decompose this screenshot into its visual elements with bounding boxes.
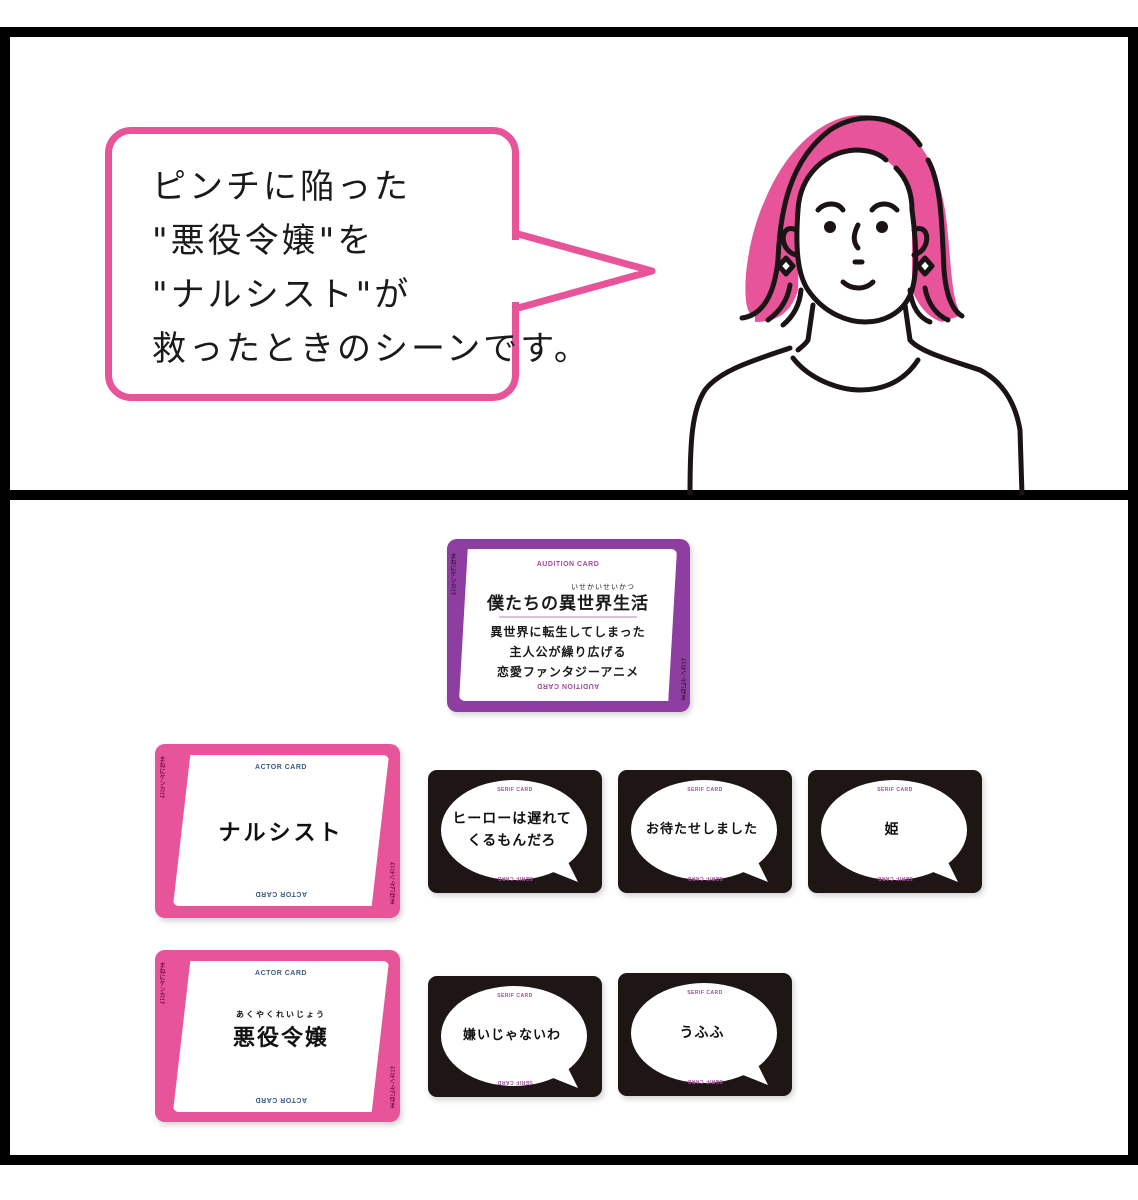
serif-card-label-top: SERIF CARD: [497, 787, 533, 793]
speech-line-4: 救ったときのシーンです。: [152, 329, 591, 369]
woman-illustration-icon: [687, 115, 1025, 495]
audition-divider: [499, 616, 637, 618]
audition-card[interactable]: AUDITION CARD いせかいせいかつ 僕たちの異世界生活 異世界に転生し…: [447, 539, 690, 712]
actor-logo-bottom: まねにケンカ!?: [390, 861, 397, 904]
frame-divider: [0, 490, 1138, 500]
frame-left: [0, 27, 10, 1165]
actor-card-label-top: ACTOR CARD: [255, 970, 307, 977]
actor-logo-top: まねにケンカ!?: [158, 962, 165, 1005]
actor-card-face: ACTOR CARD ナルシスト ACTOR CARD: [173, 755, 389, 906]
speech-balloon-icon: [821, 780, 967, 882]
actor-logo-bottom: まねにケンカ!?: [390, 1065, 397, 1108]
audition-card-label-bottom: AUDITION CARD: [536, 682, 600, 689]
actor-logo-top: まねにケンカ!?: [158, 756, 165, 799]
speech-bubble-text: ピンチに陥った "悪役令嬢"を "ナルシスト"が 救ったときのシーンです。: [152, 160, 632, 376]
speech-bubble: [105, 127, 519, 401]
serif-text: 嫌いじゃないわ: [442, 1025, 582, 1047]
serif-line-1: うふふ: [679, 1025, 725, 1041]
serif-card-label-bottom: SERIF CARD: [687, 1078, 723, 1084]
audition-desc-line-2: 主人公が繰り広げる: [509, 645, 627, 659]
serif-card[interactable]: SERIF CARD うふふ SERIF CARD: [618, 973, 792, 1096]
actor-name: ナルシスト: [218, 821, 344, 846]
audition-desc-line-3: 恋愛ファンタジーアニメ: [496, 665, 640, 679]
serif-line-1: お待たせしました: [645, 822, 758, 837]
speech-line-3: "ナルシスト"が: [152, 275, 412, 315]
serif-line-1: ヒーローは遅れて: [452, 811, 572, 827]
audition-description: 異世界に転生してしまった 主人公が繰り広げる 恋愛ファンタジーアニメ: [459, 622, 677, 682]
actor-card-villainess[interactable]: ACTOR CARD あくやくれいじょう 悪役令嬢 ACTOR CARD まねに…: [155, 950, 400, 1122]
serif-card-label-top: SERIF CARD: [497, 993, 533, 999]
audition-logo-top: まねにケンカ!?: [449, 553, 456, 596]
serif-line-1: 姫: [884, 822, 900, 838]
serif-card-label-bottom: SERIF CARD: [497, 1079, 533, 1085]
serif-text: ヒーローは遅れて くるもんだろ: [442, 808, 582, 852]
serif-card-label-bottom: SERIF CARD: [687, 875, 723, 881]
actor-name-ruby: あくやくれいじょう: [236, 1010, 326, 1019]
serif-line-1: 嫌いじゃないわ: [462, 1028, 561, 1043]
serif-text: お待たせしました: [632, 819, 772, 841]
actor-card-label-bottom: ACTOR CARD: [255, 1096, 307, 1103]
serif-card-label-top: SERIF CARD: [687, 990, 723, 996]
serif-card[interactable]: SERIF CARD お待たせしました SERIF CARD: [618, 770, 792, 893]
speech-bubble-tail: [512, 230, 656, 312]
frame-bottom: [0, 1155, 1138, 1165]
audition-title-ruby: いせかいせいかつ: [571, 583, 635, 591]
speech-line-1: ピンチに陥った: [152, 167, 411, 207]
speech-balloon-icon: [631, 983, 777, 1085]
speech-balloon-icon: [441, 780, 587, 882]
serif-card-label-top: SERIF CARD: [687, 787, 723, 793]
actor-name: 悪役令嬢: [232, 1026, 329, 1051]
audition-logo-bottom: まねにケンカ!?: [681, 657, 688, 700]
actor-card-narcissist[interactable]: ACTOR CARD ナルシスト ACTOR CARD まねにケンカ!? まねに…: [155, 744, 400, 918]
frame-right: [1128, 27, 1138, 1165]
speech-bubble-tail-mask: [512, 240, 526, 302]
speech-line-2: "悪役令嬢"を: [152, 221, 375, 261]
serif-card[interactable]: SERIF CARD 嫌いじゃないわ SERIF CARD: [428, 976, 602, 1097]
audition-desc-line-1: 異世界に転生してしまった: [490, 625, 646, 639]
serif-card[interactable]: SERIF CARD 姫 SERIF CARD: [808, 770, 982, 893]
serif-card-label-bottom: SERIF CARD: [877, 875, 913, 881]
audition-title: 僕たちの異世界生活: [487, 594, 649, 614]
serif-card-label-top: SERIF CARD: [877, 787, 913, 793]
frame-top: [0, 27, 1138, 37]
actor-card-label-bottom: ACTOR CARD: [255, 890, 307, 897]
serif-line-2: くるもんだろ: [467, 833, 557, 849]
serif-text: うふふ: [632, 1022, 772, 1044]
serif-card[interactable]: SERIF CARD ヒーローは遅れて くるもんだろ SERIF CARD: [428, 770, 602, 893]
speech-balloon-icon: [631, 780, 777, 882]
audition-card-label-top: AUDITION CARD: [536, 561, 600, 568]
actor-card-label-top: ACTOR CARD: [255, 764, 307, 771]
actor-card-face: ACTOR CARD あくやくれいじょう 悪役令嬢 ACTOR CARD: [173, 961, 389, 1112]
audition-card-face: AUDITION CARD いせかいせいかつ 僕たちの異世界生活 異世界に転生し…: [459, 549, 677, 701]
speech-balloon-icon: [441, 986, 587, 1088]
serif-text: 姫: [822, 819, 962, 841]
serif-card-label-bottom: SERIF CARD: [497, 875, 533, 881]
